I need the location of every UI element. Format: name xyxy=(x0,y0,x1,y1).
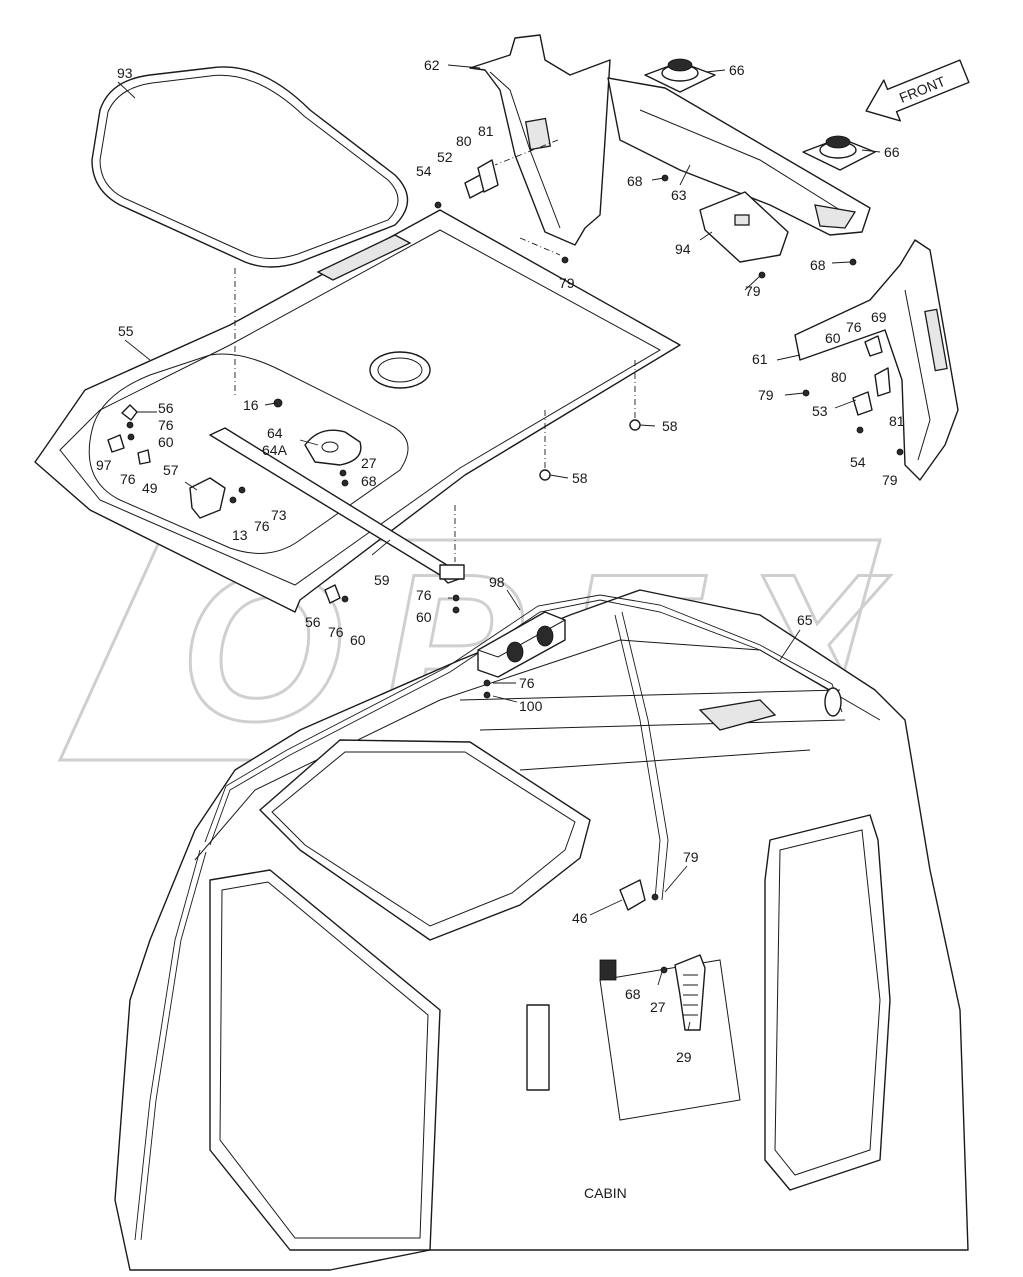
callout-53: 53 xyxy=(812,403,828,419)
callout-61: 61 xyxy=(752,351,768,367)
connector-46 xyxy=(599,879,646,981)
leader-lines xyxy=(117,64,881,1031)
callout-29: 29 xyxy=(676,1049,692,1065)
callout-46: 46 xyxy=(572,910,588,926)
callout-79-lowerright: 79 xyxy=(882,472,898,488)
callout-60-rail: 60 xyxy=(416,609,432,625)
cabin-frame xyxy=(114,589,969,1271)
front-arrow: FRONT xyxy=(865,59,970,122)
callout-98: 98 xyxy=(489,574,505,590)
callout-79-lamp: 79 xyxy=(745,283,761,299)
callout-64A: 64A xyxy=(262,442,288,458)
callout-80-upper: 80 xyxy=(456,133,472,149)
callout-79-pillar: 79 xyxy=(559,275,575,291)
callout-79-right: 79 xyxy=(758,387,774,403)
hardware-bolts xyxy=(107,159,904,974)
bracket-57 xyxy=(189,477,226,519)
callout-100: 100 xyxy=(519,698,543,714)
callout-57: 57 xyxy=(163,462,179,478)
assembly-lines xyxy=(234,139,636,562)
callout-69: 69 xyxy=(871,309,887,325)
callout-76-controller: 76 xyxy=(519,675,535,691)
callout-76-bracket: 76 xyxy=(254,518,270,534)
callout-76-lowerleft: 76 xyxy=(120,471,136,487)
callout-55: 55 xyxy=(118,323,134,339)
harness-65 xyxy=(134,594,843,1241)
section-label: CABIN xyxy=(584,1185,627,1201)
callout-65: 65 xyxy=(797,612,813,628)
callout-52: 52 xyxy=(437,149,453,165)
speaker-66-upper xyxy=(644,58,716,93)
speaker-66-lower xyxy=(802,135,876,171)
callout-66-upper: 66 xyxy=(729,62,745,78)
callout-13: 13 xyxy=(232,527,248,543)
callout-60-right: 60 xyxy=(825,330,841,346)
callout-54-right: 54 xyxy=(850,454,866,470)
callout-54-upper: 54 xyxy=(416,163,432,179)
callout-58-upper: 58 xyxy=(662,418,678,434)
callout-56-left: 56 xyxy=(158,400,174,416)
pillar-trim-61 xyxy=(794,239,959,481)
callout-62: 62 xyxy=(424,57,440,73)
callout-80-right: 80 xyxy=(831,369,847,385)
callout-81-right: 81 xyxy=(889,413,905,429)
rail-59 xyxy=(209,427,465,584)
callout-63: 63 xyxy=(671,187,687,203)
pillar-trim-62 xyxy=(469,34,611,246)
front-upper-panel-63 xyxy=(607,77,871,236)
callout-66-lower: 66 xyxy=(884,144,900,160)
callout-68-handle: 68 xyxy=(625,986,641,1002)
roof-seal xyxy=(91,66,409,268)
dome-light-64 xyxy=(304,429,362,466)
callout-68-right: 68 xyxy=(810,257,826,273)
callout-58-lower: 58 xyxy=(572,470,588,486)
callout-49: 49 xyxy=(142,480,158,496)
callout-27-upper: 27 xyxy=(361,455,377,471)
controller-98 xyxy=(477,611,566,678)
callout-73: 73 xyxy=(271,507,287,523)
callout-labels: 93 62 66 66 80 81 52 54 68 63 94 68 79 7… xyxy=(96,57,905,1201)
callout-76-rail: 76 xyxy=(416,587,432,603)
callout-81-upper: 81 xyxy=(478,123,494,139)
callout-76-left: 76 xyxy=(158,417,174,433)
callout-59: 59 xyxy=(374,572,390,588)
callout-16: 16 xyxy=(243,397,259,413)
callout-60-lower: 60 xyxy=(350,632,366,648)
callout-64: 64 xyxy=(267,425,283,441)
callout-93: 93 xyxy=(117,65,133,81)
callout-97: 97 xyxy=(96,457,112,473)
callout-56-lower: 56 xyxy=(305,614,321,630)
callout-79-harness: 79 xyxy=(683,849,699,865)
callout-68-center: 68 xyxy=(361,473,377,489)
lamp-94 xyxy=(699,191,789,263)
handle-29 xyxy=(674,954,706,1031)
callout-68-upper: 68 xyxy=(627,173,643,189)
callout-76-right: 76 xyxy=(846,319,862,335)
callout-60-left: 60 xyxy=(158,434,174,450)
callout-76-lower: 76 xyxy=(328,624,344,640)
callout-27-handle: 27 xyxy=(650,999,666,1015)
callout-94: 94 xyxy=(675,241,691,257)
